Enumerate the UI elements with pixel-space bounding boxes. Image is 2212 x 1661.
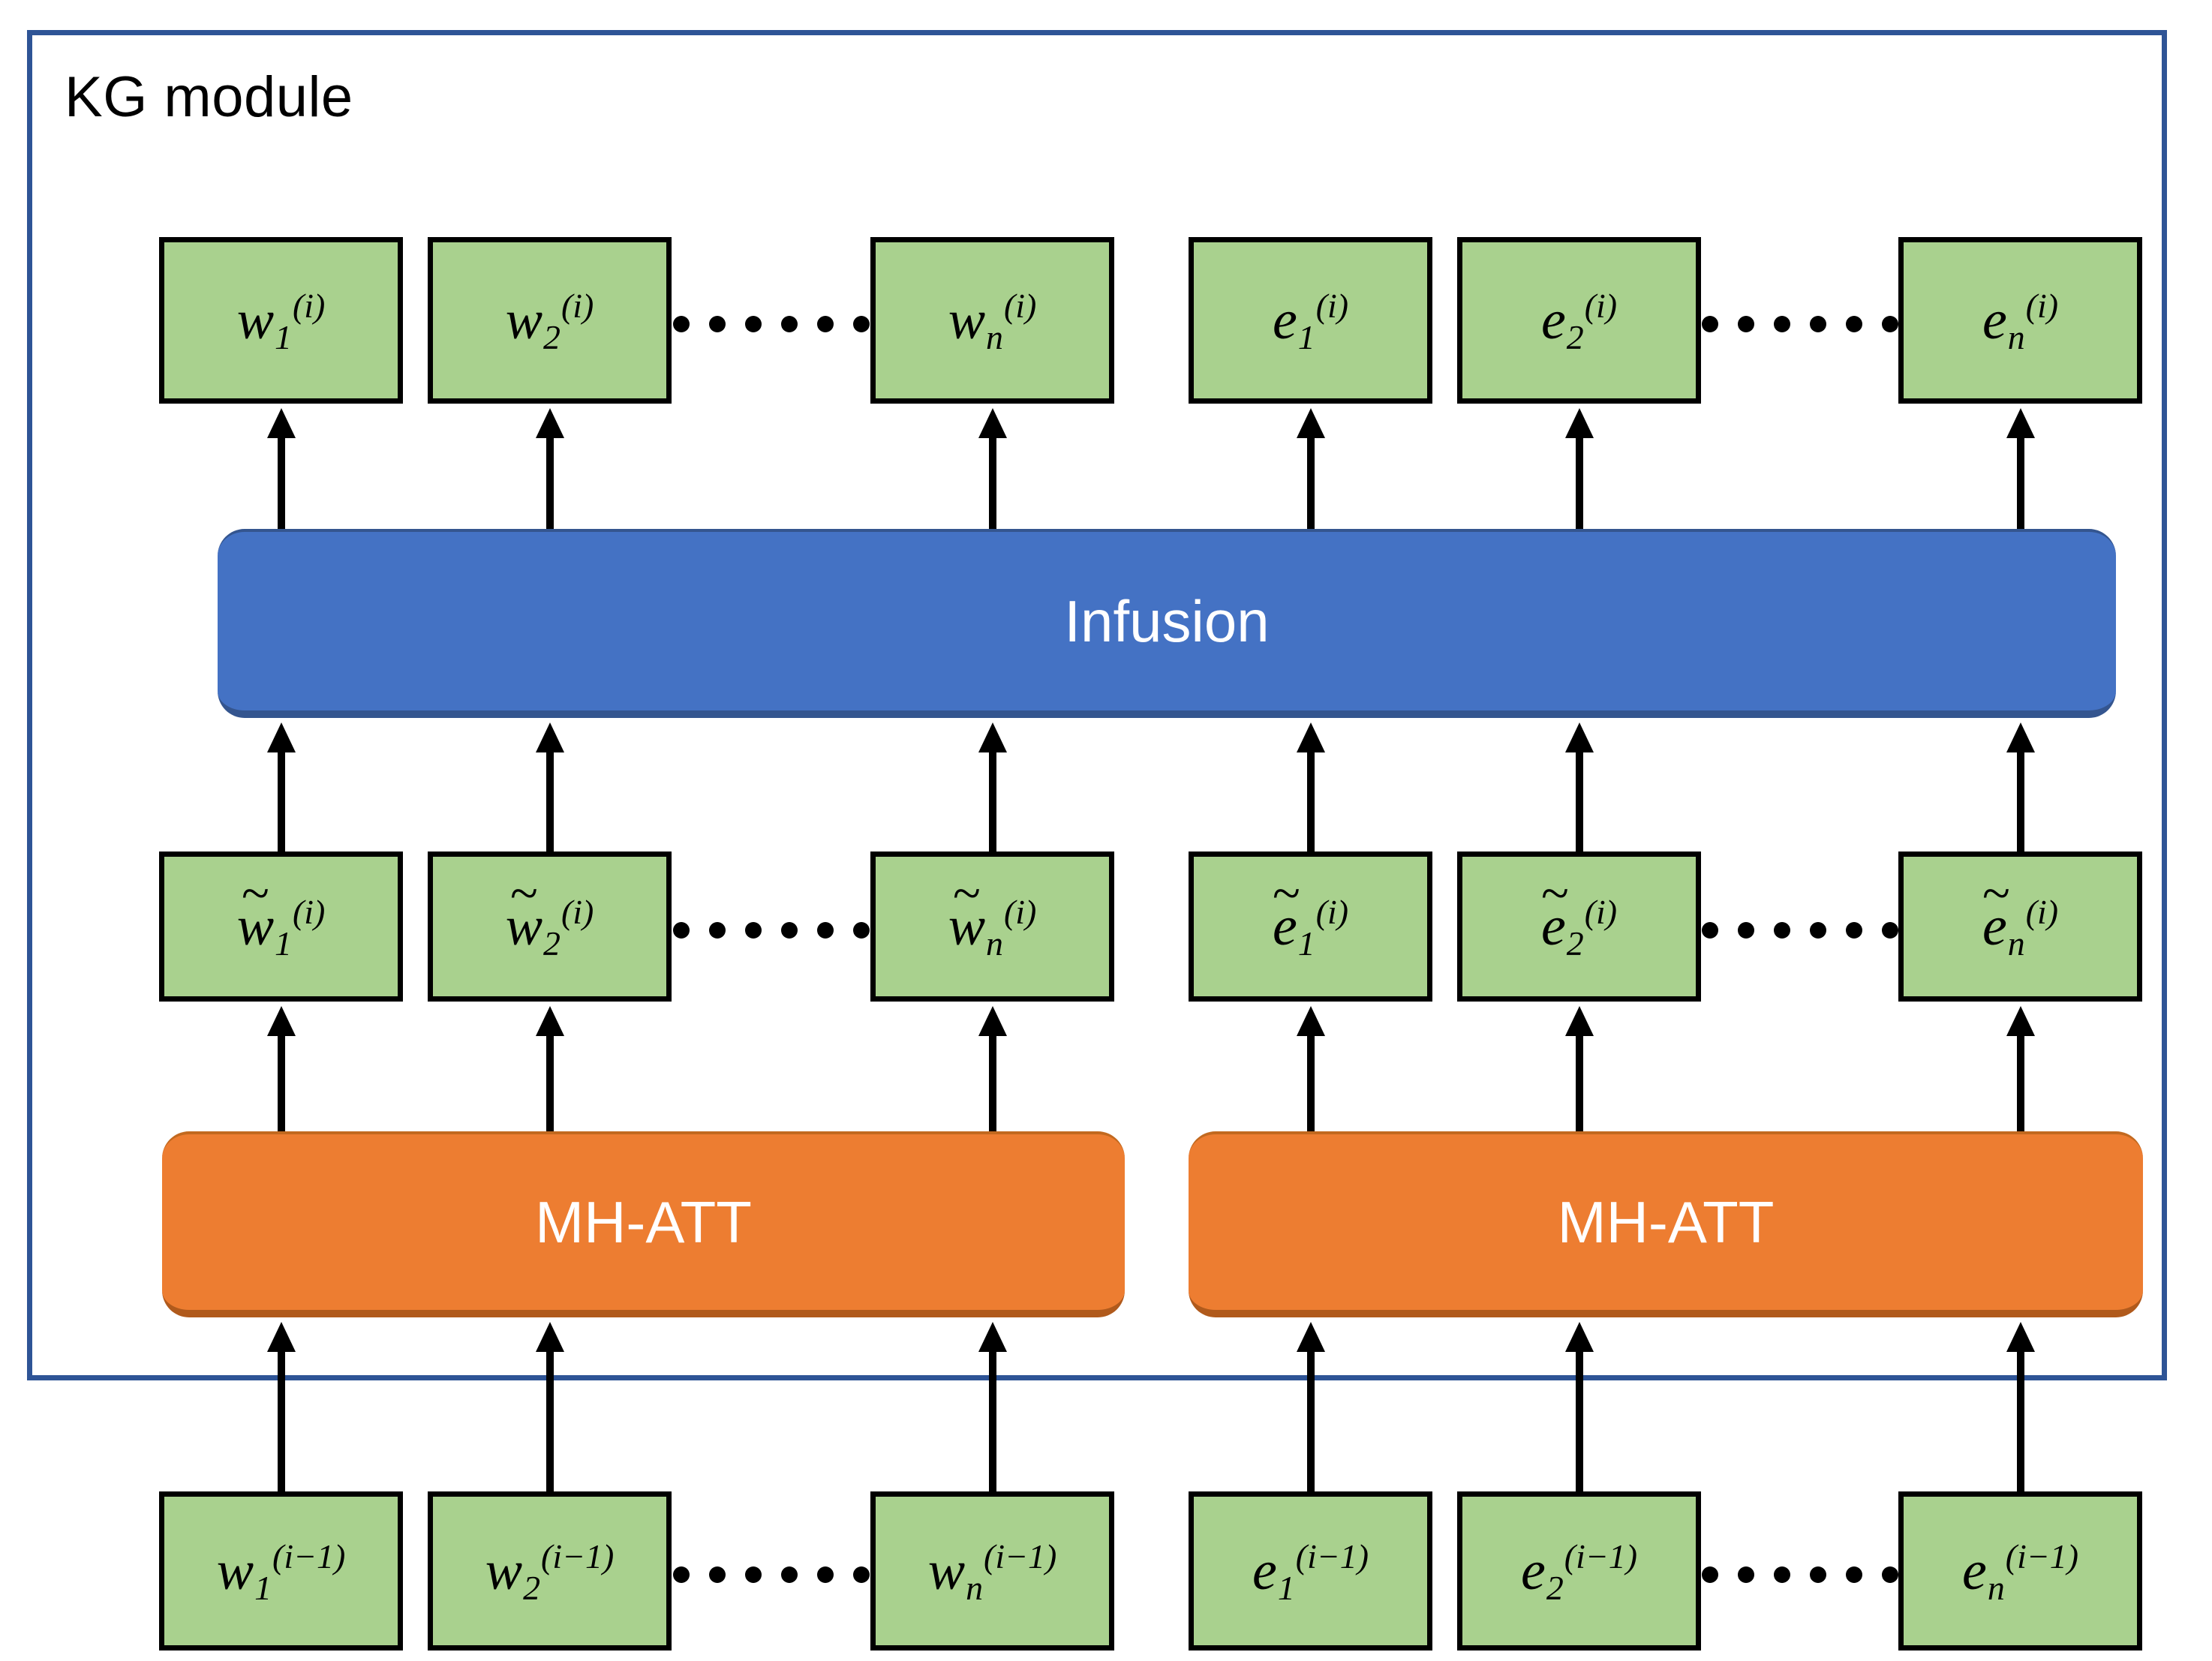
ellipsis-dot	[1701, 1566, 1718, 1583]
infusion-block[interactable]: Infusion	[218, 529, 2116, 718]
ellipsis-dot	[1701, 316, 1718, 332]
ellipsis-dot	[852, 316, 870, 332]
ellipsis-dot	[1737, 922, 1754, 939]
ellipsis-dot	[1881, 1566, 1898, 1583]
ellipsis-dot	[1701, 922, 1718, 939]
ellipsis-output-right	[1701, 316, 1898, 332]
mh-att-block-right[interactable]: MH-ATT	[1189, 1131, 2143, 1317]
ellipsis-dot	[708, 922, 726, 939]
ellipsis-dot	[780, 922, 798, 939]
ellipsis-intermediate-right	[1701, 922, 1898, 939]
ellipsis-dot	[744, 1566, 762, 1583]
mh-att-block-left[interactable]: MH-ATT	[162, 1131, 1125, 1317]
ellipsis-output-left	[672, 316, 870, 332]
ellipsis-dot	[708, 316, 726, 332]
ellipsis-dot	[1809, 1566, 1826, 1583]
ellipsis-dot	[780, 316, 798, 332]
ellipsis-dot	[708, 1566, 726, 1583]
ellipsis-dot	[780, 1566, 798, 1583]
ellipsis-dot	[672, 922, 690, 939]
kg-module-title: KG module	[65, 65, 353, 129]
ellipsis-dot	[744, 316, 762, 332]
ellipsis-dot	[672, 1566, 690, 1583]
ellipsis-input-left	[672, 1566, 870, 1583]
ellipsis-dot	[816, 922, 834, 939]
ellipsis-dot	[1737, 316, 1754, 332]
ellipsis-dot	[672, 316, 690, 332]
ellipsis-dot	[1845, 922, 1862, 939]
ellipsis-dot	[1773, 922, 1790, 939]
ellipsis-dot	[816, 316, 834, 332]
ellipsis-dot	[1845, 316, 1862, 332]
ellipsis-dot	[816, 1566, 834, 1583]
ellipsis-dot	[1881, 922, 1898, 939]
ellipsis-dot	[1845, 1566, 1862, 1583]
ellipsis-dot	[1809, 922, 1826, 939]
ellipsis-dot	[852, 922, 870, 939]
ellipsis-dot	[1809, 316, 1826, 332]
ellipsis-dot	[744, 922, 762, 939]
ellipsis-dot	[1773, 1566, 1790, 1583]
ellipsis-dot	[852, 1566, 870, 1583]
ellipsis-dot	[1881, 316, 1898, 332]
ellipsis-dot	[1773, 316, 1790, 332]
ellipsis-input-right	[1701, 1566, 1898, 1583]
kg-module-frame	[27, 30, 2167, 1380]
ellipsis-dot	[1737, 1566, 1754, 1583]
ellipsis-intermediate-left	[672, 922, 870, 939]
